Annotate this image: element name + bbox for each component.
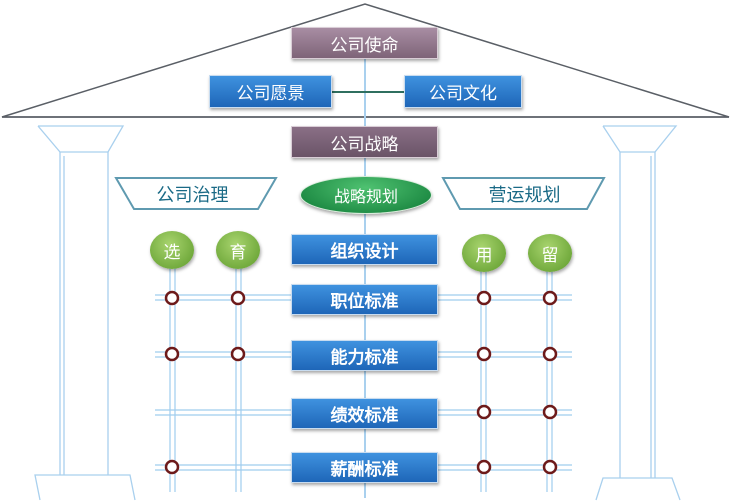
grid-node (476, 404, 492, 420)
governance-label: 公司治理 (156, 185, 229, 206)
standard-box-competency: 能力标准 (291, 340, 438, 371)
grid-node (542, 346, 558, 362)
grid-node (476, 346, 492, 362)
governance-trapezoid (114, 177, 278, 210)
right-column (595, 125, 681, 501)
standard-box-compensation: 薪酬标准 (291, 452, 438, 483)
strategy-box: 公司战略 (291, 126, 438, 158)
grid-node (164, 459, 180, 475)
grid-node (230, 290, 246, 306)
standard-box-performance: 绩效标准 (291, 398, 438, 429)
grid-node (476, 459, 492, 475)
grid-node (230, 346, 246, 362)
grid-node (542, 290, 558, 306)
left-column (34, 125, 136, 501)
vision-box: 公司愿景 (209, 75, 332, 108)
culture-box: 公司文化 (404, 75, 522, 108)
standard-box-org-design: 组织设计 (291, 234, 438, 265)
pillar-develop-circle: 育 (216, 231, 260, 269)
grid-node (164, 346, 180, 362)
standard-lines (155, 294, 572, 471)
grid-nodes (164, 290, 558, 475)
grid-node (476, 290, 492, 306)
grid-node (542, 459, 558, 475)
grid-node (542, 404, 558, 420)
strategic-planning-ellipse: 战略规划 (300, 176, 432, 214)
mission-box: 公司使命 (291, 27, 438, 59)
pillar-select-circle: 选 (150, 231, 194, 269)
grid-node (164, 290, 180, 306)
operations-planning-label: 营运规划 (488, 185, 561, 206)
pillar-use-circle: 用 (462, 234, 506, 272)
operations-trapezoid (441, 177, 606, 210)
standard-box-position: 职位标准 (291, 284, 438, 315)
pillar-retain-circle: 留 (528, 234, 572, 272)
